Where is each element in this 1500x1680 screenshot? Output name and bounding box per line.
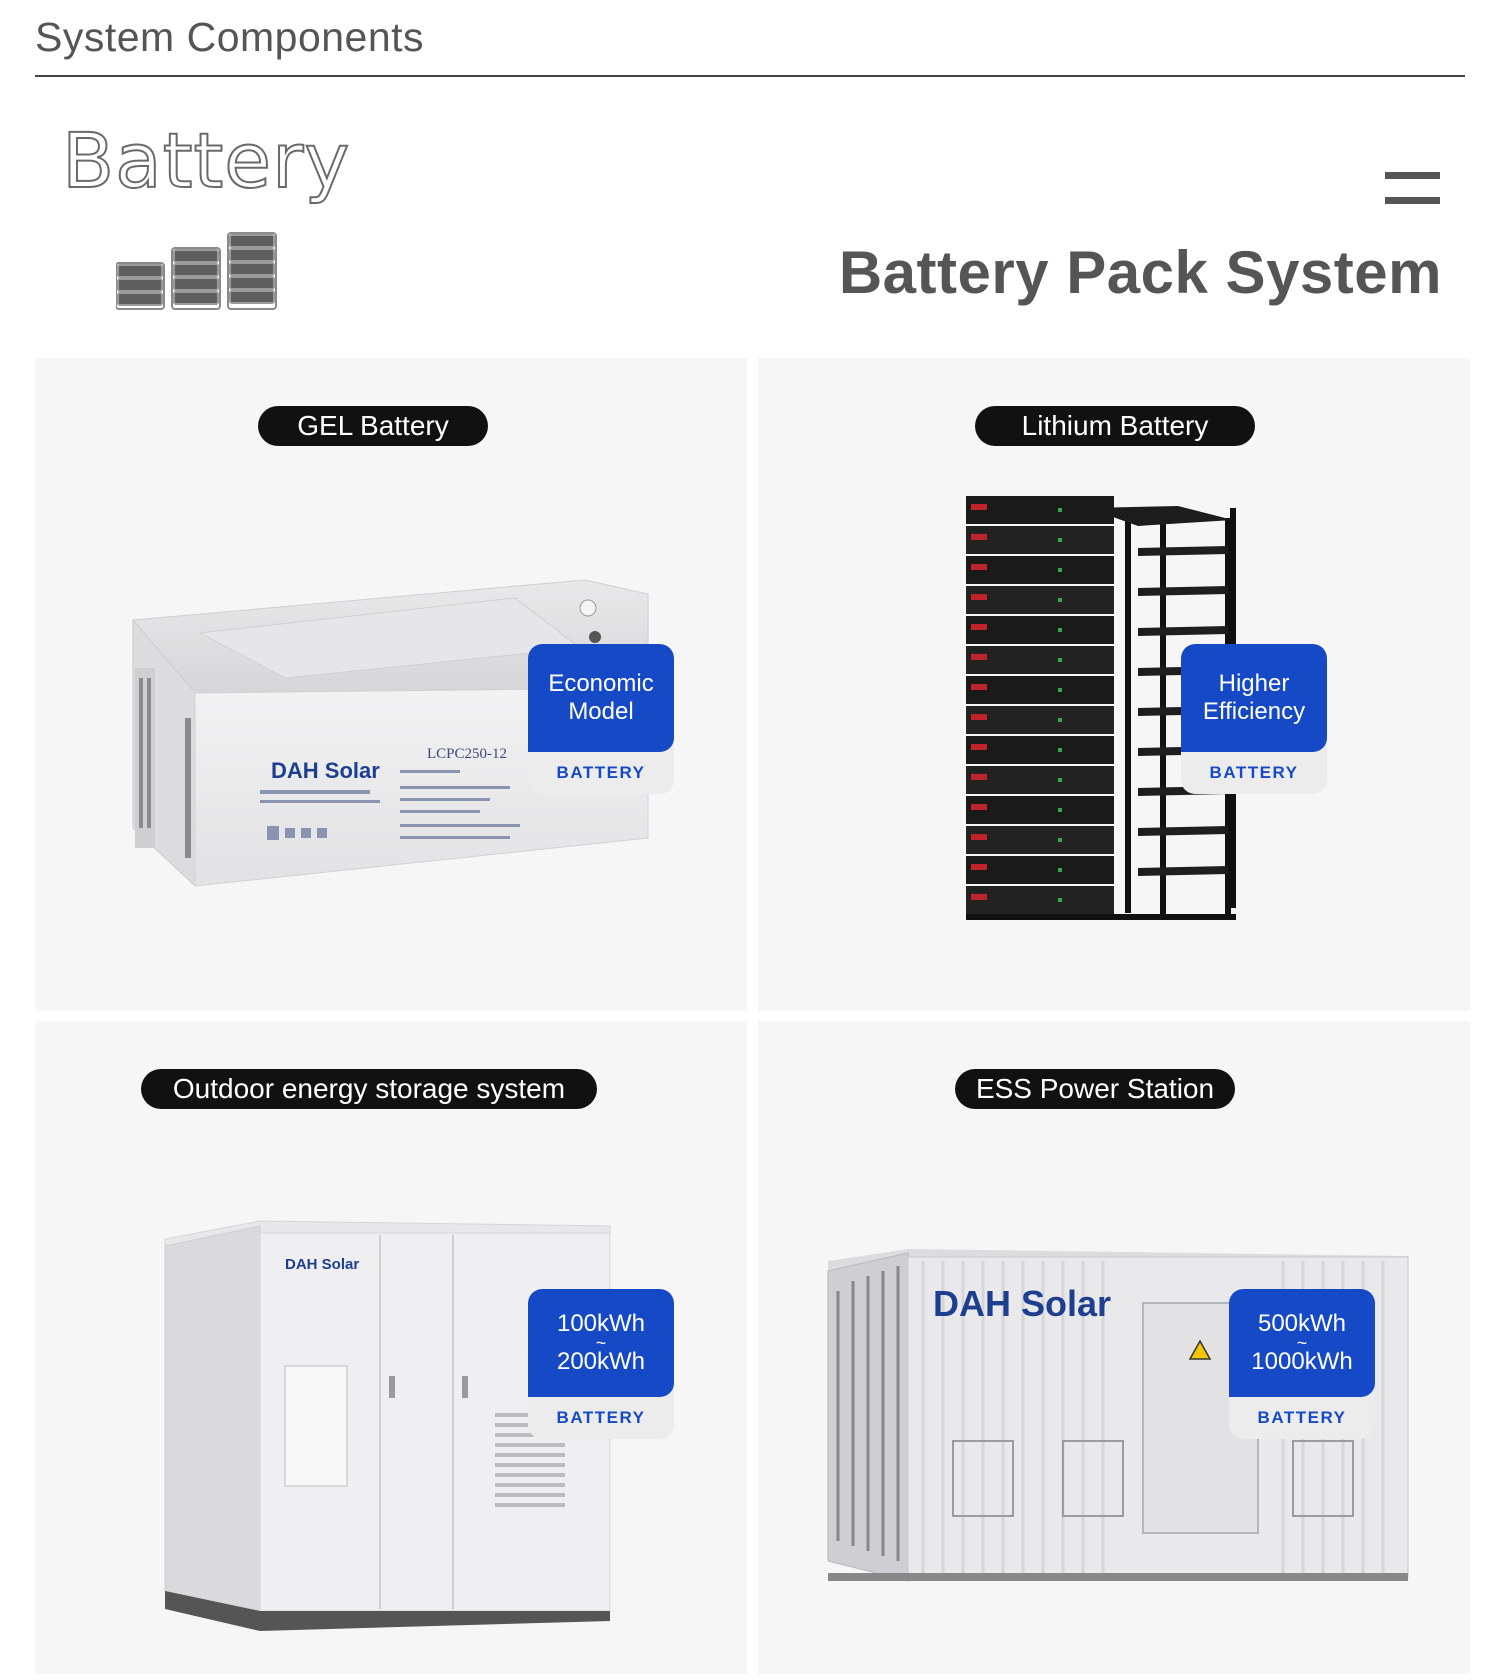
ess-power-station-label: ESS Power Station xyxy=(955,1069,1235,1109)
lithium-feature-badge: Higher Efficiency BATTERY xyxy=(1181,644,1327,794)
outdoor-ess-label: Outdoor energy storage system xyxy=(141,1069,597,1109)
battery-pack-system-title: Battery Pack System xyxy=(838,239,1442,306)
gel-battery-card[interactable]: GEL Battery DAH Solar LCPC250-12 xyxy=(35,358,747,1011)
ess-power-station-card[interactable]: ESS Power Station DAH Solar xyxy=(758,1021,1470,1674)
badge-line-2: Model xyxy=(568,698,634,725)
gel-battery-label: GEL Battery xyxy=(258,406,488,446)
badge-line-2: Efficiency xyxy=(1202,698,1306,725)
badge-line-2: 200kWh xyxy=(556,1348,646,1375)
badge-tag: BATTERY xyxy=(1257,1408,1347,1427)
badge-tag: BATTERY xyxy=(556,1408,646,1427)
menu-icon[interactable] xyxy=(1385,172,1440,204)
badge-line-1: Economic xyxy=(548,670,654,697)
badge-tilde: ~ xyxy=(595,1333,607,1353)
lithium-battery-label: Lithium Battery xyxy=(975,406,1255,446)
battery-stack-icon xyxy=(116,232,277,310)
badge-line-1: 500kWh xyxy=(1257,1310,1347,1337)
section-divider xyxy=(35,75,1465,77)
badge-line-1: Higher xyxy=(1218,670,1290,697)
badge-tilde: ~ xyxy=(1296,1333,1308,1353)
lithium-rack-image xyxy=(966,496,1236,920)
battery-outline-heading: Battery xyxy=(61,115,351,206)
section-title: System Components xyxy=(35,14,425,60)
badge-line-1: 100kWh xyxy=(556,1310,646,1337)
badge-tag: BATTERY xyxy=(1209,763,1299,782)
gel-brand-text: DAH Solar xyxy=(271,758,380,783)
lithium-battery-card[interactable]: Lithium Battery xyxy=(758,358,1470,1011)
outdoor-ess-card[interactable]: Outdoor energy storage system DAH Solar … xyxy=(35,1021,747,1674)
ess-capacity-badge: 500kWh ~ 1000kWh BATTERY xyxy=(1229,1289,1375,1439)
outdoor-brand-text: DAH Solar xyxy=(285,1256,359,1273)
gel-model-text: LCPC250-12 xyxy=(427,746,507,762)
outdoor-capacity-badge: 100kWh ~ 200kWh BATTERY xyxy=(528,1289,674,1439)
gel-feature-badge: Economic Model BATTERY xyxy=(528,644,674,794)
badge-tag: BATTERY xyxy=(556,763,646,782)
container-brand-text: DAH Solar xyxy=(933,1283,1111,1324)
badge-line-2: 1000kWh xyxy=(1251,1348,1353,1375)
